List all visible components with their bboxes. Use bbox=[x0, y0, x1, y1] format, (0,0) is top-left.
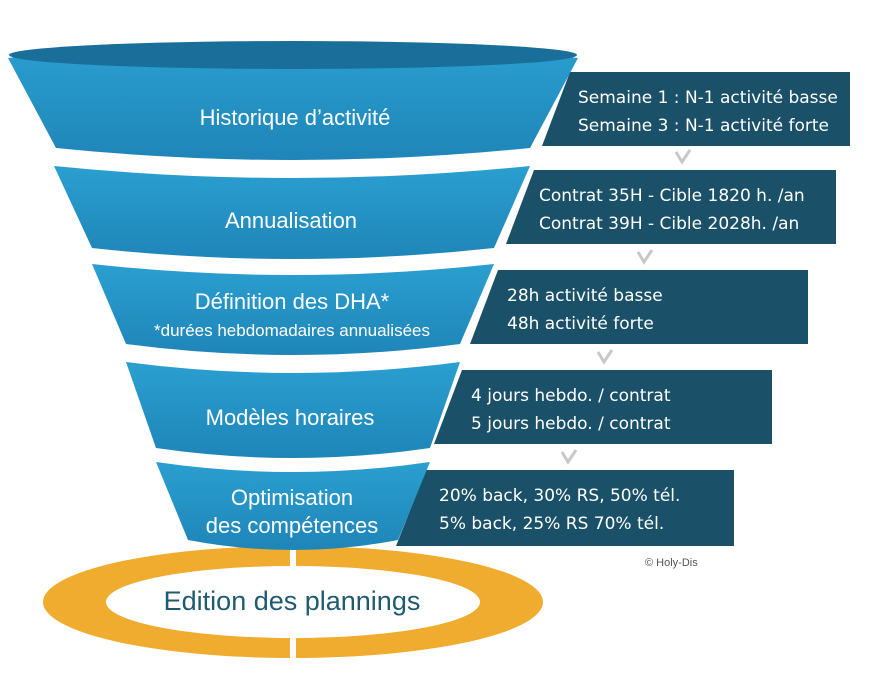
base-label: Edition des plannings bbox=[164, 586, 421, 616]
detail-3-line-2: 48h activité forte bbox=[507, 314, 654, 334]
funnel-labels: Historique d’activité Annualisation Défi… bbox=[154, 105, 430, 538]
funnel-segment-5 bbox=[156, 462, 430, 550]
detail-box-3 bbox=[470, 270, 808, 344]
detail-box-5 bbox=[396, 470, 734, 546]
detail-box-4 bbox=[434, 370, 772, 444]
chevron-down-icon bbox=[596, 349, 614, 365]
segment-1-title: Historique d’activité bbox=[200, 105, 391, 130]
detail-3-line-1: 28h activité basse bbox=[507, 286, 663, 306]
detail-1-line-2: Semaine 3 : N-1 activité forte bbox=[578, 116, 829, 136]
detail-2-line-2: Contrat 39H - Cible 2028h. /an bbox=[539, 214, 799, 234]
chevron-down-icon bbox=[674, 149, 692, 165]
chevron-down-icon bbox=[636, 249, 654, 265]
detail-texts: Semaine 1 : N-1 activité basse Semaine 3… bbox=[439, 88, 838, 534]
funnel-segments bbox=[8, 41, 578, 550]
funnel-top-rim bbox=[9, 41, 577, 69]
detail-2-line-1: Contrat 35H - Cible 1820 h. /an bbox=[539, 186, 805, 206]
segment-5-title: Optimisation bbox=[231, 485, 353, 510]
base-ring-gap-top bbox=[290, 544, 296, 568]
detail-5-line-2: 5% back, 25% RS 70% tél. bbox=[439, 514, 664, 534]
segment-3-title: Définition des DHA* bbox=[195, 289, 390, 314]
detail-box-2 bbox=[506, 170, 836, 244]
connector-arrows bbox=[560, 149, 692, 465]
segment-4-title: Modèles horaires bbox=[206, 405, 375, 430]
base-ring-inner bbox=[106, 566, 480, 638]
detail-boxes bbox=[396, 72, 850, 546]
detail-4-line-2: 5 jours hebdo. / contrat bbox=[471, 414, 671, 434]
detail-1-line-1: Semaine 1 : N-1 activité basse bbox=[578, 88, 838, 108]
funnel-segment-1 bbox=[8, 43, 578, 160]
segment-2-title: Annualisation bbox=[225, 208, 357, 233]
base-ring-gap-bottom bbox=[290, 636, 296, 660]
funnel-segment-2 bbox=[54, 166, 530, 259]
detail-5-line-1: 20% back, 30% RS, 50% tél. bbox=[439, 486, 680, 506]
segment-3-subtitle: *durées hebdomadaires annualisées bbox=[154, 321, 430, 340]
copyright-text: © Holy-Dis bbox=[645, 557, 698, 569]
base-ring bbox=[43, 544, 543, 660]
segment-5-subtitle: des compétences bbox=[206, 513, 378, 538]
chevron-down-icon bbox=[560, 449, 578, 465]
funnel-segment-3 bbox=[92, 264, 494, 355]
detail-4-line-1: 4 jours hebdo. / contrat bbox=[471, 386, 671, 406]
detail-box-1 bbox=[542, 72, 850, 146]
funnel-segment-4 bbox=[126, 362, 460, 458]
